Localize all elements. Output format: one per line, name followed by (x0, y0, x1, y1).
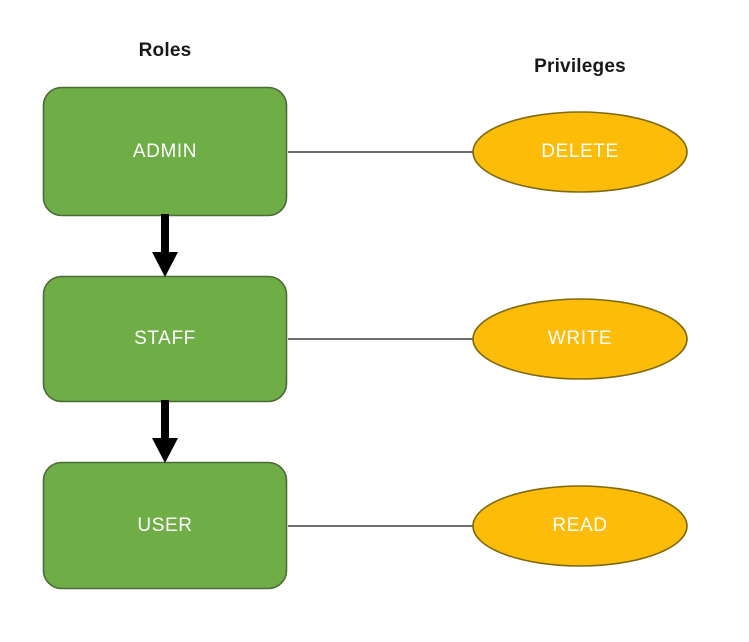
role-box-user[interactable] (42, 461, 288, 590)
roles-column-heading: Roles (138, 40, 192, 61)
inheritance-arrow-staff-user (152, 400, 178, 463)
privilege-ellipse-write[interactable] (472, 298, 688, 380)
role-box-admin[interactable] (42, 86, 288, 217)
privilege-ellipse-delete[interactable] (472, 111, 688, 193)
role-box-staff[interactable] (42, 275, 288, 403)
privilege-ellipse-read[interactable] (472, 485, 688, 567)
privileges-column-heading: Privileges (534, 56, 626, 77)
inheritance-arrow-admin-staff (152, 214, 178, 277)
